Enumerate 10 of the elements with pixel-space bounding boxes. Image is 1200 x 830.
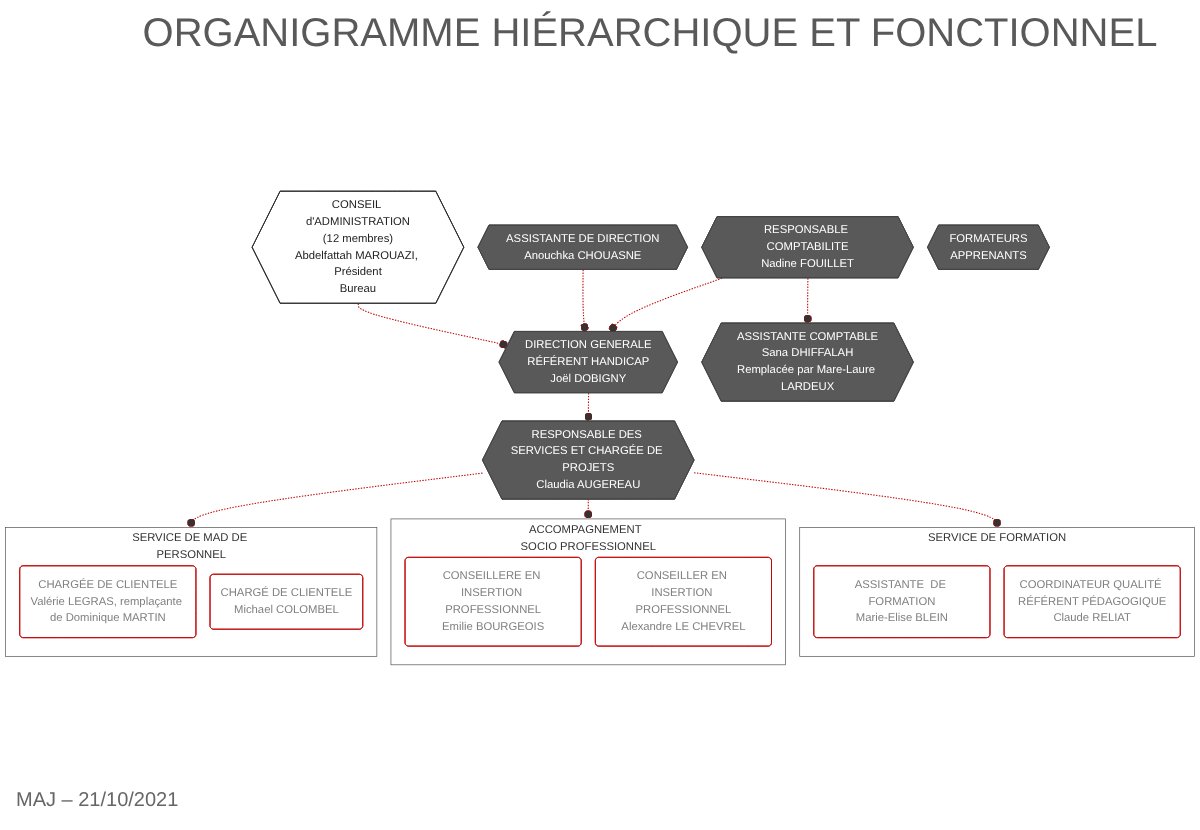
date-note: MAJ – 21/10/2021 (16, 790, 179, 812)
connector (803, 277, 812, 324)
connector (608, 277, 723, 333)
connector (584, 498, 593, 520)
connector (187, 472, 483, 528)
title: ORGANIGRAMME HIÉRARCHIQUE ET FONCTIONNEL (140, 12, 1160, 58)
connector (580, 269, 589, 333)
connector (357, 303, 509, 349)
connector (693, 472, 1002, 528)
connector (584, 392, 593, 422)
